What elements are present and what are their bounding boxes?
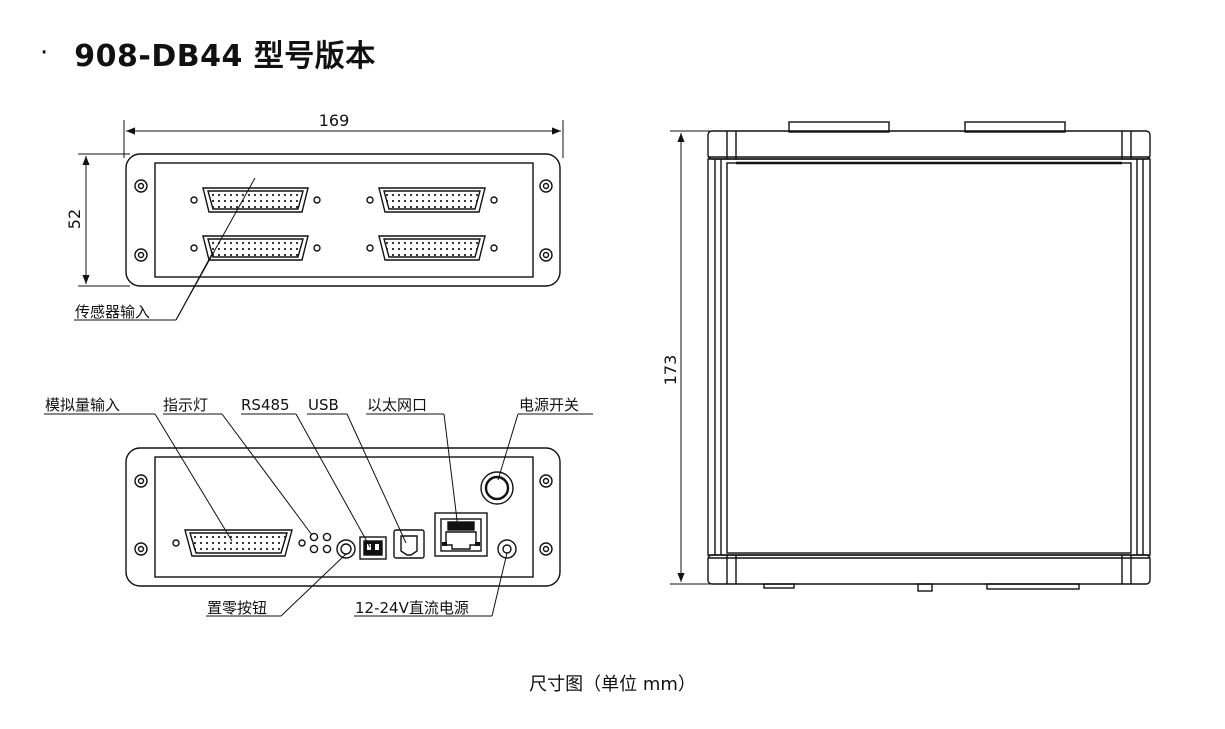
label-analog-input: 模拟量输入 xyxy=(45,396,120,414)
height-dimension: 52 xyxy=(65,209,84,229)
top-view xyxy=(670,121,1151,592)
power-switch xyxy=(480,471,514,505)
db44-connector-1 xyxy=(190,187,321,213)
label-indicator: 指示灯 xyxy=(163,396,208,414)
label-sensor-input: 传感器输入 xyxy=(75,303,150,321)
label-usb: USB xyxy=(308,396,339,414)
usb-port xyxy=(393,529,425,559)
label-dc-power: 12-24V直流电源 xyxy=(355,599,469,617)
rear-leaders xyxy=(44,413,593,617)
label-ethernet: 以太网口 xyxy=(367,396,427,414)
rear-ports xyxy=(172,471,517,560)
indicator-leds xyxy=(309,532,332,554)
sensor-connectors xyxy=(190,187,498,261)
page-title: 908-DB44 型号版本 xyxy=(74,39,376,74)
title-bullet: · xyxy=(40,38,49,68)
depth-dimension: 173 xyxy=(661,355,680,386)
label-power-switch: 电源开关 xyxy=(519,396,579,414)
figure-caption: 尺寸图（单位 mm） xyxy=(529,674,696,695)
page-header: · 908-DB44 型号版本 xyxy=(40,28,376,78)
db44-connector-4 xyxy=(366,235,498,261)
db44-connector-2 xyxy=(366,187,498,213)
width-dimension: 169 xyxy=(319,111,350,130)
sensor-input-leader xyxy=(74,177,256,321)
label-rs485: RS485 xyxy=(241,396,290,414)
front-panel xyxy=(78,120,564,287)
label-zero-button: 置零按钮 xyxy=(207,599,267,617)
rs485-terminal xyxy=(359,536,387,560)
dc-power-jack xyxy=(497,539,517,559)
db44-connector-3 xyxy=(190,235,321,261)
db25-connector xyxy=(172,529,306,557)
zero-button xyxy=(336,539,356,559)
rear-panel xyxy=(125,447,561,587)
ethernet-port xyxy=(434,512,488,557)
